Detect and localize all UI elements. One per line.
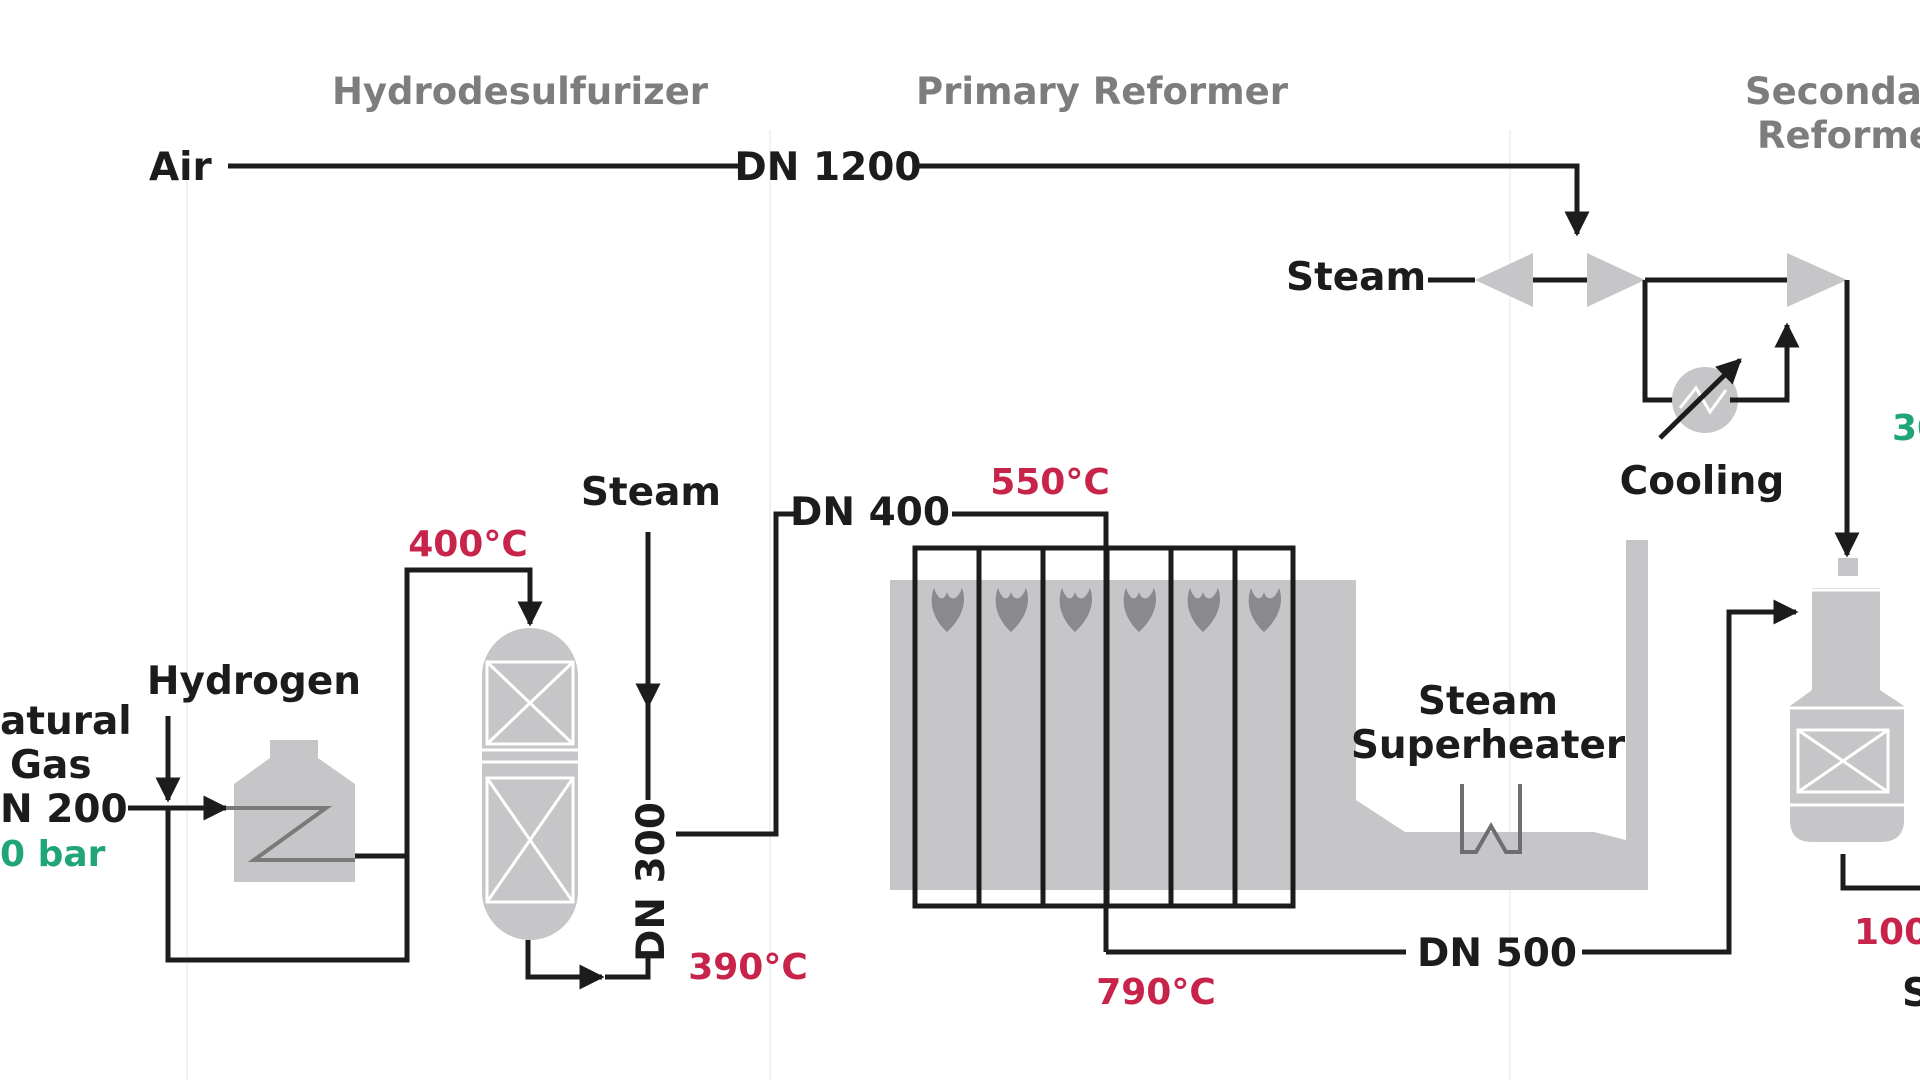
pipe-size-dn400: DN 400 [790,490,950,535]
natural-gas-label-line2: Gas [10,743,92,788]
section-title-secondary-reformer-line2: Reforme [1757,114,1920,157]
flame-icon [995,588,1029,632]
air-pipe-right [918,163,1590,237]
right-edge-label: S [1902,971,1920,1016]
pipe-size-dn300: DN 300 [629,802,674,962]
hydrodesulfurizer-vessel [482,628,578,940]
burner-flames [931,588,1282,632]
reformer-tubes [912,545,1296,909]
compressor-icon [1787,253,1847,307]
temperature-790: 790°C [1096,972,1216,1013]
heat-exchanger-icon [226,806,355,862]
heat-exchanger-icon [1672,367,1738,433]
compressor-icon [1587,253,1645,307]
flame-icon [1248,588,1282,632]
cooling-arrow-icon [1658,358,1742,440]
primary-reformer-furnace [890,540,1648,890]
flame-icon [1187,588,1221,632]
superheater-coil-icon [1460,784,1522,854]
catalyst-bed-icon [485,660,575,746]
steam-superheater-label-line1: Steam [1418,679,1558,724]
pipe-size-dn500: DN 500 [1417,931,1577,976]
temperature-550: 550°C [990,462,1110,503]
natural-gas-label-line1: atural [0,699,132,744]
feed-pressure: 0 bar [0,834,106,875]
section-title-secondary-reformer-line1: Secondar [1745,70,1920,113]
right-edge-pressure: 30 [1892,408,1920,449]
steam-superheater-label-line2: Superheater [1351,723,1626,768]
temperature-1000: 1000 [1854,912,1920,953]
section-title-hydrodesulfurizer: Hydrodesulfurizer [332,70,709,113]
hydrogen-label: Hydrogen [147,659,361,704]
flame-icon [1123,588,1157,632]
catalyst-bed-icon [485,776,575,904]
natural-gas-label-line3: N 200 [0,787,128,832]
air-label: Air [149,145,213,190]
temperature-390: 390°C [688,947,808,988]
feed-preheater [234,740,355,882]
section-title-primary-reformer: Primary Reformer [916,70,1289,113]
catalyst-bed-icon [1796,728,1890,794]
secondary-reformer-vessel [1790,558,1904,842]
compressor-icon [1475,253,1533,307]
steam-left-label: Steam [581,470,721,515]
flame-icon [931,588,965,632]
steam-top-label: Steam [1286,255,1426,300]
temperature-400: 400°C [408,524,528,565]
cooling-label: Cooling [1620,459,1785,504]
flame-icon [1059,588,1093,632]
pipe-size-dn1200: DN 1200 [734,145,921,190]
